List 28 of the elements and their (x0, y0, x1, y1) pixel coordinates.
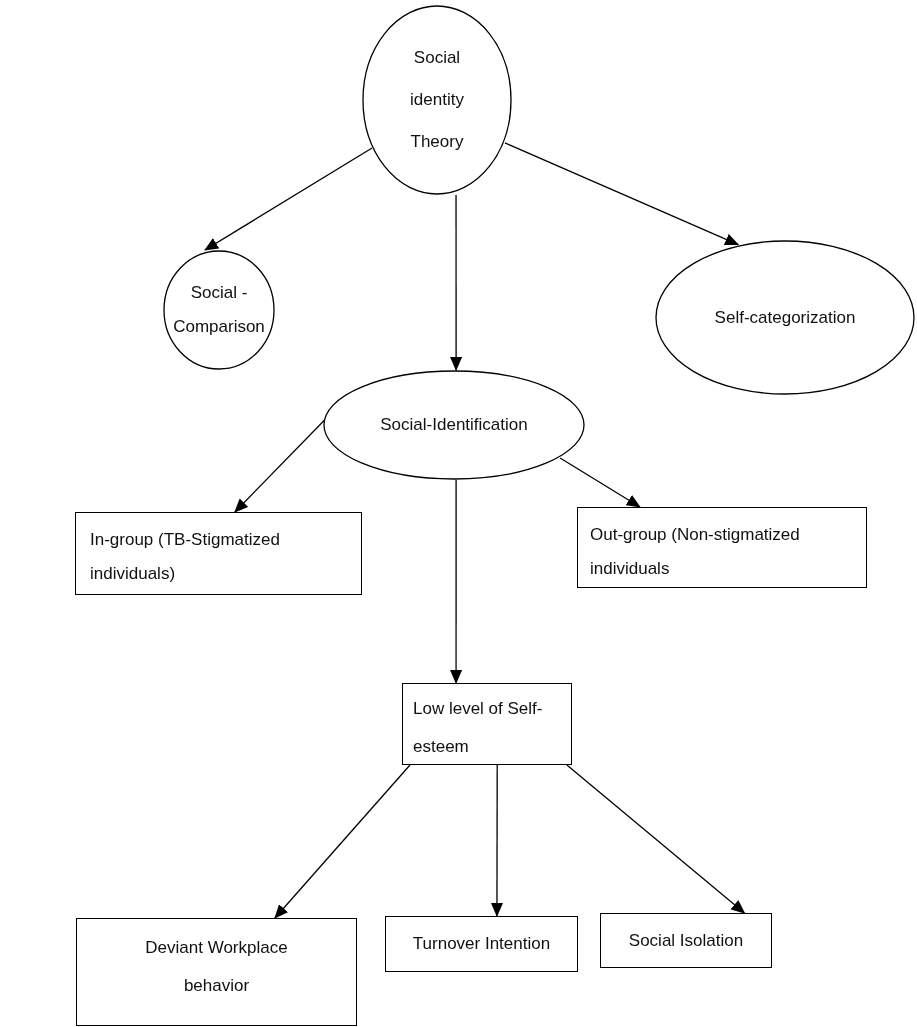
node-label: Social - Comparison (172, 282, 266, 338)
concept-ellipse (655, 240, 915, 395)
concept-ellipse (323, 370, 585, 480)
arrow (504, 142, 740, 246)
concept-ellipse (163, 250, 275, 370)
concept-ellipse (362, 5, 512, 195)
node-label: Turnover Intention (412, 933, 551, 955)
arrow (566, 764, 746, 914)
arrow (559, 457, 641, 508)
arrow (490, 764, 503, 917)
arrow (450, 194, 463, 371)
concept-box (600, 913, 772, 968)
concept-box (402, 683, 572, 765)
node-label: Social Isolation (628, 929, 744, 952)
arrow (450, 479, 463, 684)
arrow (204, 147, 373, 251)
node-label: Low level of Self-esteem (413, 698, 544, 758)
arrow (274, 764, 411, 919)
node-label: Self-categorization (714, 306, 856, 329)
node-label: Out-group (Non-stigmatized individuals (590, 524, 801, 580)
node-label: Social-Identification (380, 414, 528, 436)
node-label: Deviant Workplace behavior (144, 937, 289, 997)
node-label: Social identity Theory (409, 47, 465, 153)
node-label: In-group (TB-Stigmatized individuals) (90, 529, 281, 585)
concept-box (75, 512, 362, 595)
concept-box (577, 507, 867, 588)
concept-box (385, 916, 578, 972)
concept-box (76, 918, 357, 1026)
